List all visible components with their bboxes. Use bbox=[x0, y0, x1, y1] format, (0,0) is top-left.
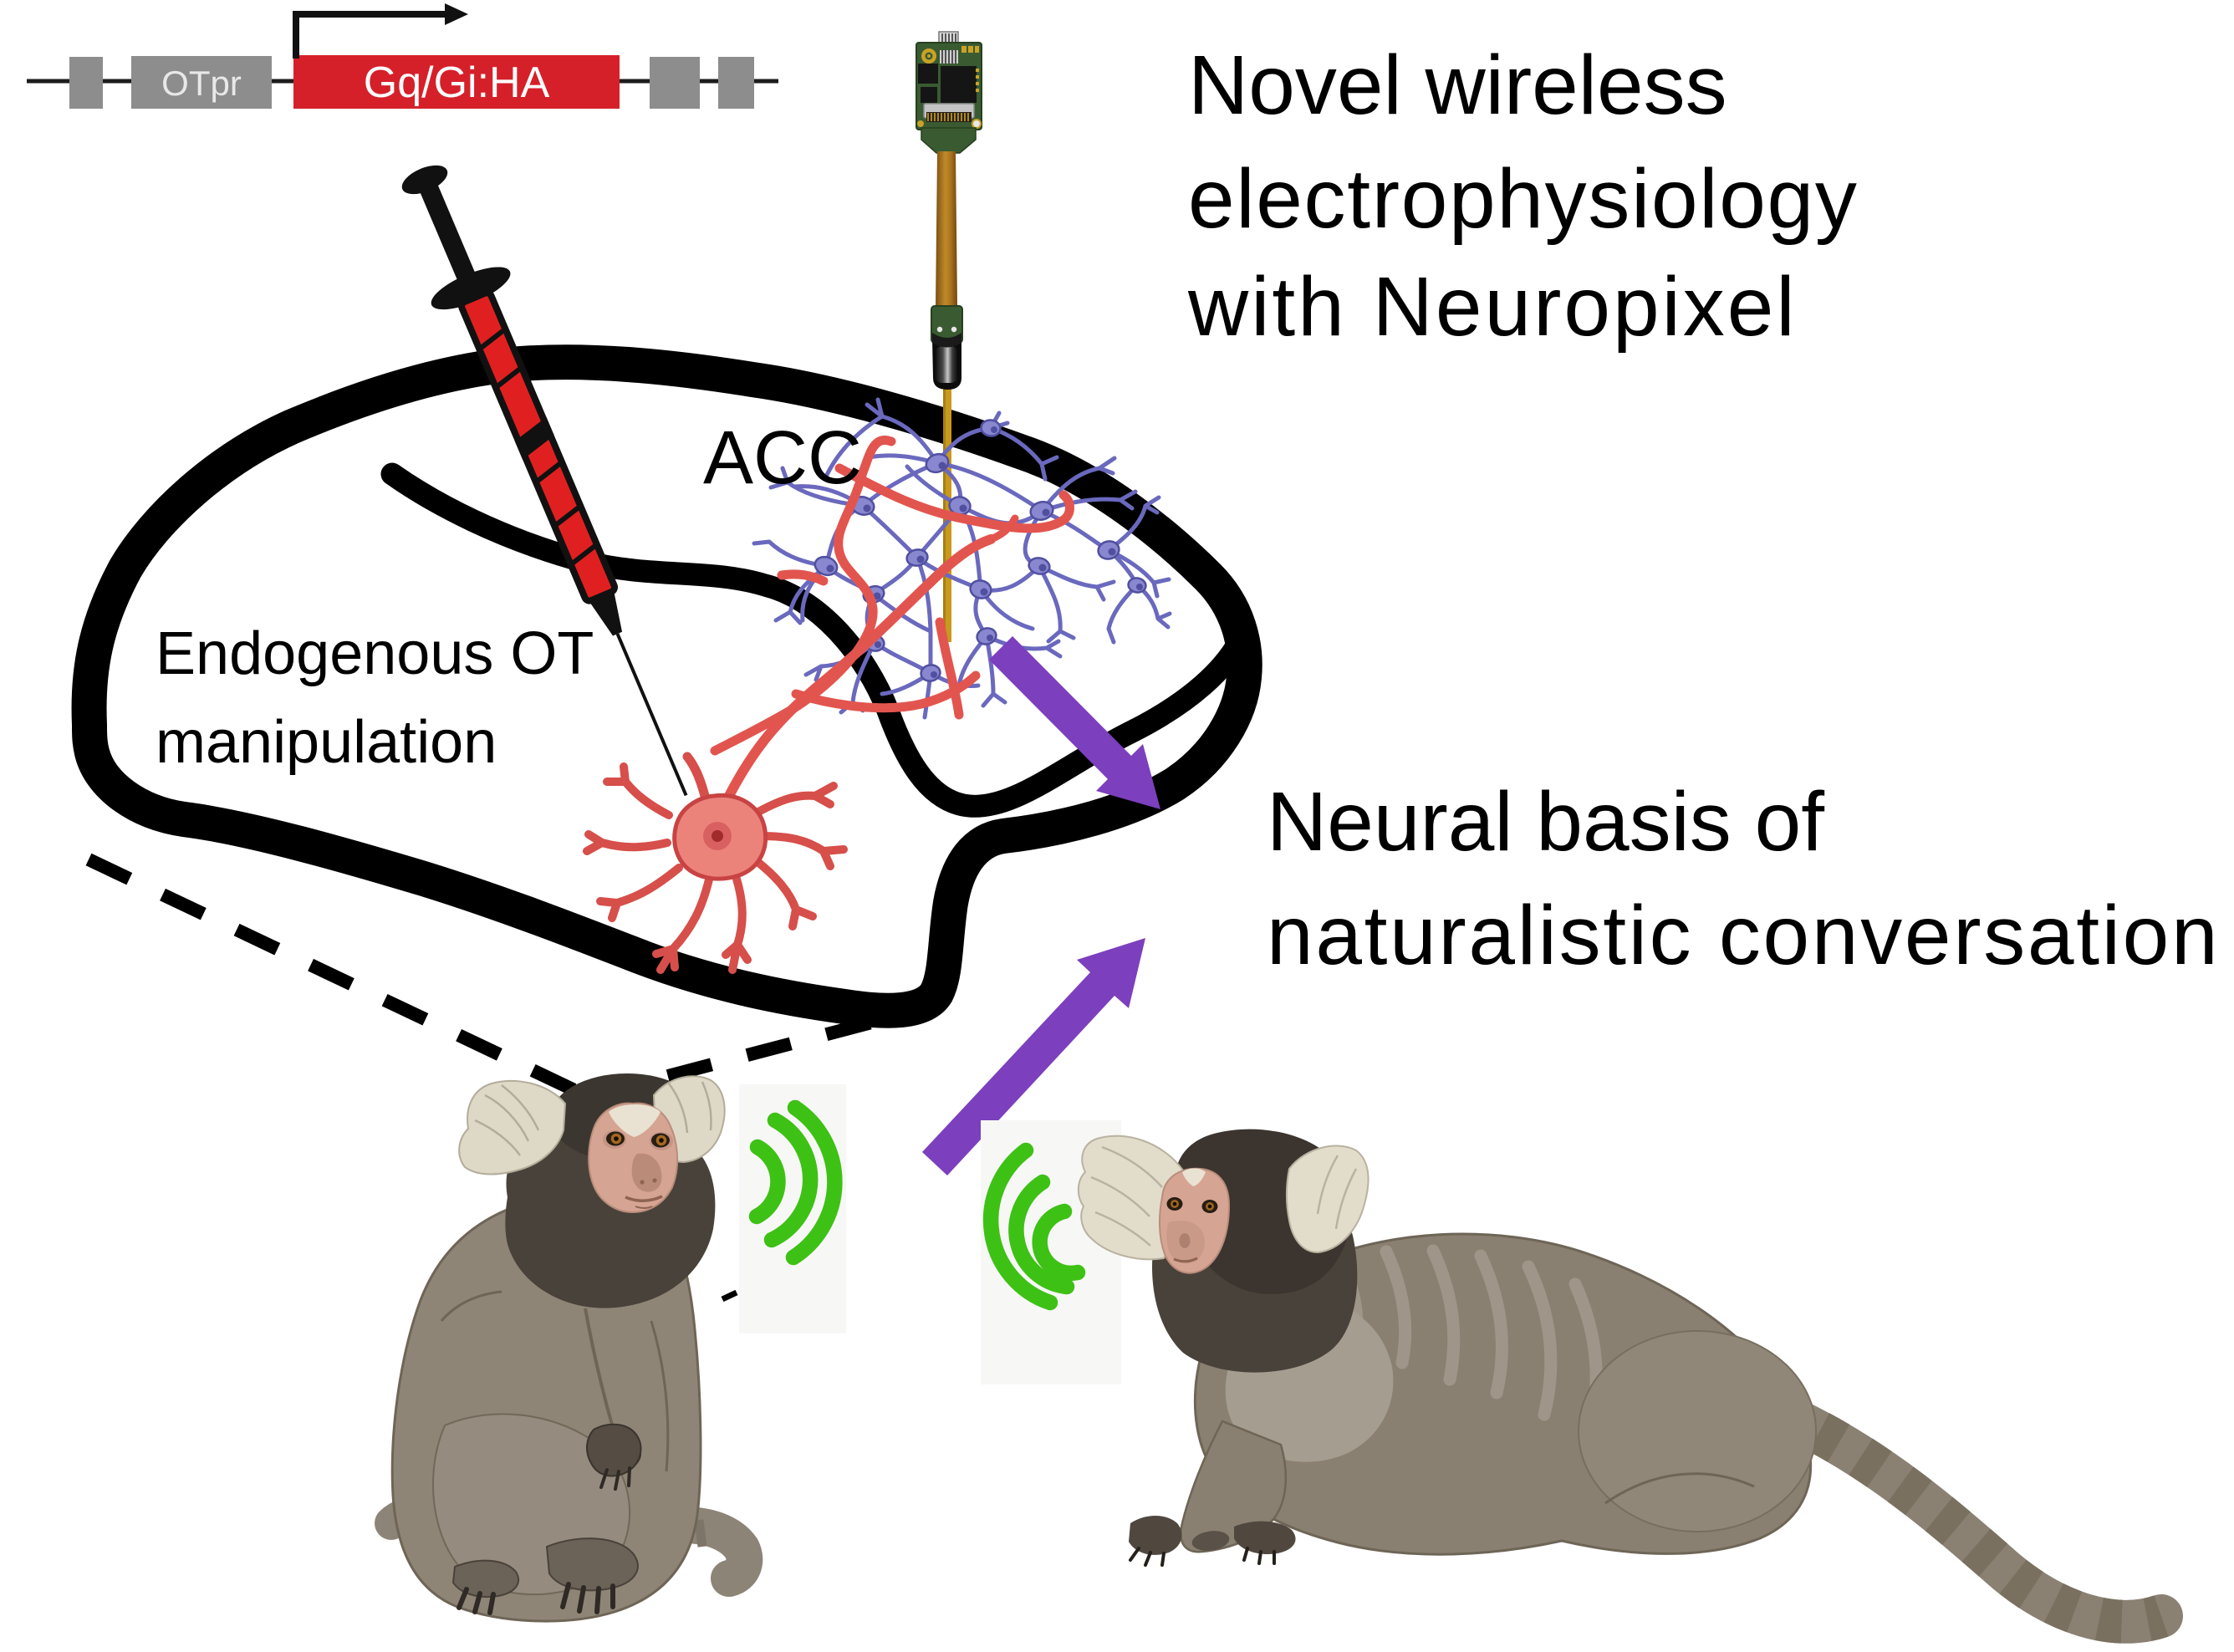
svg-text:Endogenous OT: Endogenous OT bbox=[156, 620, 594, 687]
svg-text:ACC: ACC bbox=[703, 416, 862, 500]
svg-text:Gq/Gi:HA: Gq/Gi:HA bbox=[364, 59, 550, 107]
svg-text:OTpr: OTpr bbox=[161, 64, 242, 103]
svg-text:Neural basis of: Neural basis of bbox=[1267, 775, 1824, 869]
svg-text:with Neuropixel: with Neuropixel bbox=[1187, 260, 1798, 354]
svg-text:electrophysiology: electrophysiology bbox=[1188, 152, 1859, 246]
svg-text:Novel wireless: Novel wireless bbox=[1188, 38, 1727, 132]
svg-text:naturalistic conversation: naturalistic conversation bbox=[1267, 889, 2220, 982]
svg-text:manipulation: manipulation bbox=[156, 709, 497, 776]
